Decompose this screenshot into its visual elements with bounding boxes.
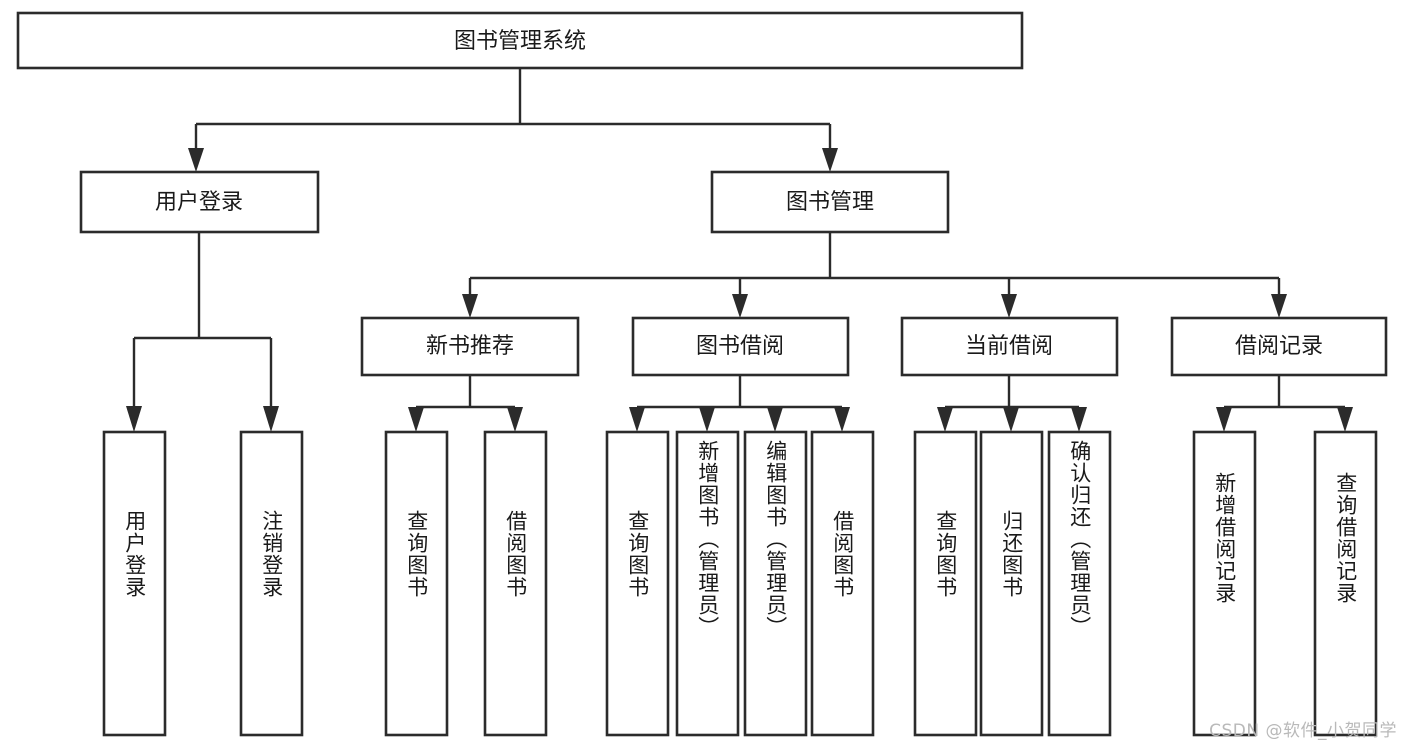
arrowhead-cb-leaf3 xyxy=(1071,407,1087,432)
leaf-box-user-login[interactable] xyxy=(102,430,167,737)
leaf-box-br-add-record[interactable] xyxy=(1192,430,1257,737)
book-manage-label: 图书管理 xyxy=(786,190,874,215)
arrowhead-nb-leaf1 xyxy=(408,407,424,432)
arrowhead-bb-leaf3 xyxy=(767,407,783,432)
book-borrow-label: 图书借阅 xyxy=(696,334,784,359)
arrowhead-br-leaf2 xyxy=(1337,407,1353,432)
node-current-borrow[interactable]: 当前借阅 xyxy=(900,316,1119,377)
book-manage-box[interactable] xyxy=(710,170,950,234)
node-borrow-record[interactable]: 借阅记录 xyxy=(1170,316,1388,377)
arrowhead-bb-leaf2 xyxy=(699,407,715,432)
new-book-recommend-box[interactable] xyxy=(360,316,580,377)
leaf-box-bb-add-book[interactable] xyxy=(675,430,740,737)
arrowhead-leaf-logout xyxy=(263,406,279,432)
arrowhead-nb-leaf2 xyxy=(507,407,523,432)
arrowhead-current-borrow xyxy=(1001,294,1017,318)
arrowhead-book-borrow xyxy=(732,294,748,318)
arrowhead-bb-leaf4 xyxy=(834,407,850,432)
node-book-manage[interactable]: 图书管理 xyxy=(710,170,950,234)
root-box[interactable] xyxy=(16,11,1024,70)
arrowhead-bb-leaf1 xyxy=(629,407,645,432)
watermark-text: CSDN @软件_小贺同学 xyxy=(1209,721,1397,741)
leaf-box-cb-return-book[interactable] xyxy=(979,430,1044,737)
borrow-record-label: 借阅记录 xyxy=(1235,334,1323,359)
leaf-box-cb-query-book[interactable] xyxy=(913,430,978,737)
current-borrow-label: 当前借阅 xyxy=(965,334,1053,359)
arrowhead-cb-leaf2 xyxy=(1003,407,1019,432)
leaf-box-br-query-record[interactable] xyxy=(1313,430,1378,737)
current-borrow-box[interactable] xyxy=(900,316,1119,377)
arrowhead-new-book xyxy=(462,294,478,318)
leaf-box-bb-borrow-book[interactable] xyxy=(810,430,875,737)
node-book-borrow[interactable]: 图书借阅 xyxy=(631,316,850,377)
book-borrow-box[interactable] xyxy=(631,316,850,377)
arrowhead-leaf-user-login xyxy=(126,406,142,432)
new-book-recommend-label: 新书推荐 xyxy=(426,334,514,359)
root-label: 图书管理系统 xyxy=(454,29,586,54)
leaf-box-logout[interactable] xyxy=(239,430,304,737)
user-login-label: 用户登录 xyxy=(155,190,243,215)
leaf-box-nb-borrow-book[interactable] xyxy=(483,430,548,737)
arrowhead-user-login xyxy=(188,148,204,172)
borrow-record-box[interactable] xyxy=(1170,316,1388,377)
arrowhead-cb-leaf1 xyxy=(937,407,953,432)
leaf-box-cb-confirm-return[interactable] xyxy=(1047,430,1112,737)
arrowhead-book-manage xyxy=(822,148,838,172)
leaf-box-bb-query-book[interactable] xyxy=(605,430,670,737)
node-root[interactable]: 图书管理系统 xyxy=(16,11,1024,70)
node-new-book-recommend[interactable]: 新书推荐 xyxy=(360,316,580,377)
node-user-login[interactable]: 用户登录 xyxy=(79,170,320,234)
arrowhead-borrow-record xyxy=(1271,294,1287,318)
leaf-box-nb-query-book[interactable] xyxy=(384,430,449,737)
arrowhead-br-leaf1 xyxy=(1216,407,1232,432)
leaf-box-bb-edit-book[interactable] xyxy=(743,430,808,737)
